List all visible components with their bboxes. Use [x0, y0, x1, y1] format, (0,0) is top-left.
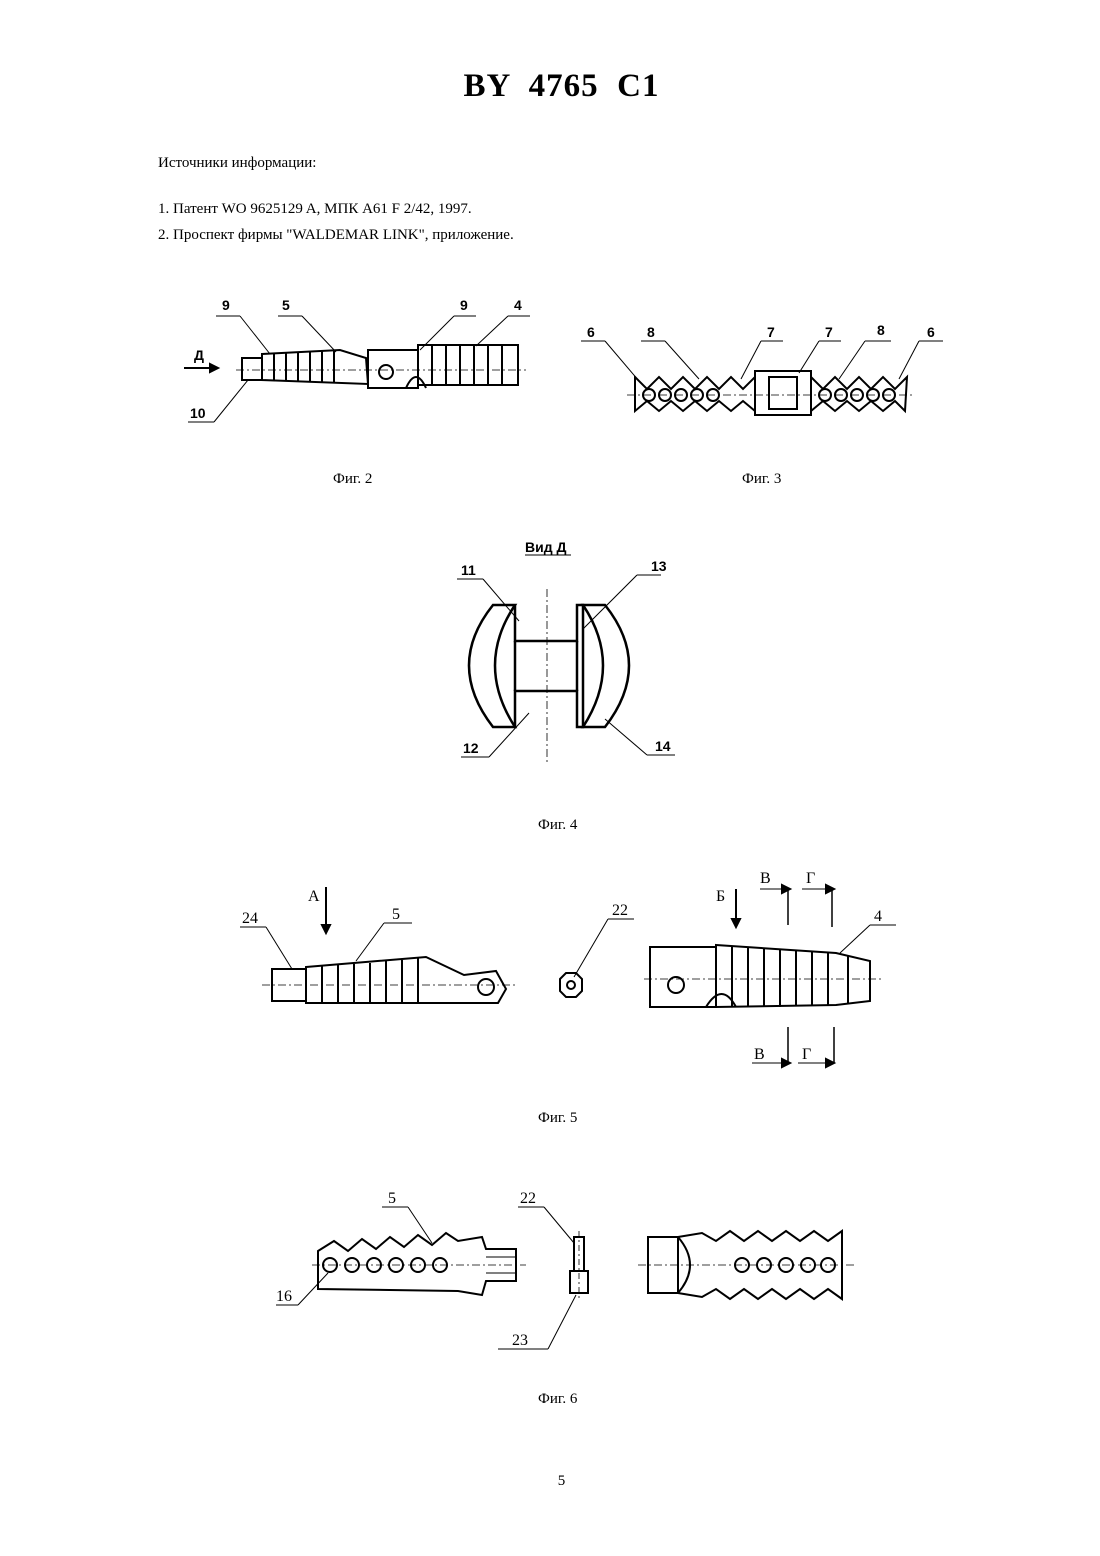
figure-4-drawing: Вид Д 11 13 12 14 — [455, 535, 695, 765]
fig3-label-6a: 6 — [587, 324, 595, 340]
figure-2-drawing: Д 9 5 9 4 10 — [170, 290, 550, 440]
fig2-label-5: 5 — [282, 297, 290, 313]
fig6-label-5: 5 — [388, 1190, 396, 1207]
figure-5-drawing: 24 А 5 22 Б В Г 4 В Г — [236, 865, 896, 1075]
fig5-label-24: 24 — [242, 910, 258, 927]
figure-3-drawing: 6 8 7 7 8 6 — [575, 315, 955, 425]
fig2-label-4: 4 — [514, 297, 522, 313]
source-item-1: 1. Патент WO 9625129 A, МПК A61 F 2/42, … — [158, 201, 472, 218]
source-item-2: 2. Проспект фирмы "WALDEMAR LINK", прило… — [158, 227, 514, 244]
fig5-arrow-a: А — [308, 888, 320, 905]
fig4-label-11: 11 — [461, 562, 476, 578]
fig2-label-9a: 9 — [222, 297, 230, 313]
fig5-section-g-top: Г — [806, 870, 815, 887]
fig6-label-23: 23 — [512, 1332, 528, 1349]
figure-6-drawing: 5 22 16 23 — [272, 1185, 862, 1355]
sources-heading: Источники информации: — [158, 155, 316, 172]
fig3-label-8a: 8 — [647, 324, 655, 340]
figure-5-caption: Фиг. 5 — [538, 1110, 577, 1127]
fig3-label-8b: 8 — [877, 322, 885, 338]
fig2-label-9b: 9 — [460, 297, 468, 313]
fig5-label-22: 22 — [612, 902, 628, 919]
fig3-label-7a: 7 — [767, 324, 775, 340]
figure-4-caption: Фиг. 4 — [538, 817, 577, 834]
fig5-label-5: 5 — [392, 906, 400, 923]
figure-3-caption: Фиг. 3 — [742, 471, 781, 488]
fig5-section-v-top: В — [760, 870, 771, 887]
fig5-section-g-bottom: Г — [802, 1046, 811, 1063]
fig4-label-13: 13 — [651, 558, 667, 574]
document-title: BY 4765 C1 — [0, 68, 1100, 105]
fig5-section-v-bottom: В — [754, 1046, 765, 1063]
fig2-label-10: 10 — [190, 405, 206, 421]
fig6-label-16: 16 — [276, 1288, 292, 1305]
fig2-arrow-label: Д — [194, 347, 204, 363]
page-number: 5 — [0, 1473, 1100, 1490]
fig6-label-22: 22 — [520, 1190, 536, 1207]
fig5-arrow-b: Б — [716, 888, 725, 905]
figure-6-caption: Фиг. 6 — [538, 1391, 577, 1408]
figure-2-caption: Фиг. 2 — [333, 471, 372, 488]
fig4-label-12: 12 — [463, 740, 479, 756]
fig4-label-14: 14 — [655, 738, 671, 754]
fig3-label-7b: 7 — [825, 324, 833, 340]
fig3-label-6b: 6 — [927, 324, 935, 340]
fig4-view-title: Вид Д — [525, 539, 566, 555]
fig5-label-4: 4 — [874, 908, 882, 925]
